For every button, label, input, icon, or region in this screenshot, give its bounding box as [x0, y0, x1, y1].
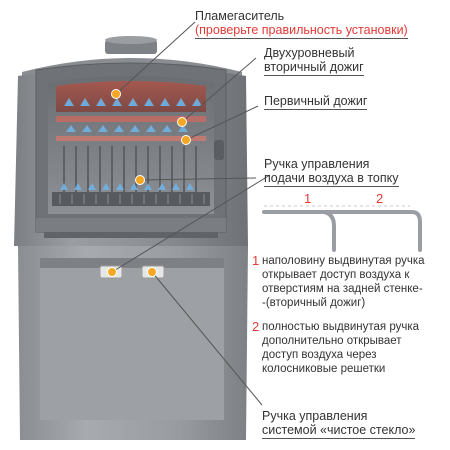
door-handle [214, 140, 224, 160]
secondary-line2: вторичный дожиг [264, 60, 364, 76]
label-flame-guard: Пламегаситель (проверьте правильность ус… [195, 9, 408, 39]
flue-top [105, 36, 157, 44]
handle-diagram-rod [262, 210, 422, 252]
flame-guard-note: (проверьте правильность установки) [195, 23, 408, 39]
secondary-air-arrows [64, 98, 202, 132]
pos1-line3: отверстиям на задней стенке- [262, 283, 423, 295]
clean-glass-line1: Ручка управления [262, 409, 368, 423]
pos2-number: 2 [252, 319, 260, 334]
handle-diagram-bend [322, 210, 336, 252]
pos2-description: полностью выдвинутая ручка дополнительно… [262, 320, 419, 376]
leader-lines [111, 21, 271, 406]
label-primary-burn: Первичный дожиг [264, 94, 368, 110]
pos2-line3: доступ воздуха через [262, 349, 377, 361]
pedestal-inner-shadow [40, 258, 224, 268]
clean-glass-line2: системой «чистое стекло» [262, 423, 416, 439]
callout-markers [107, 89, 191, 277]
baffle-bar-2 [56, 136, 206, 141]
label-secondary-burn: Двухуровневый вторичный дожиг [264, 46, 364, 76]
flame-guard-title: Пламегаситель [195, 9, 285, 23]
pos2-line2: дополнительно открывает [262, 335, 402, 347]
primary-line1: Первичный дожиг [264, 94, 368, 110]
flue-collar [105, 40, 157, 54]
baffle-bar-1 [56, 116, 206, 122]
pos2-line1: полностью выдвинутая ручка [262, 321, 420, 333]
pos1-line2: открывает доступ воздуха к [262, 269, 410, 281]
ash-lip [36, 218, 226, 232]
primary-air-arrows [60, 183, 194, 190]
pedestal-opening [40, 258, 224, 420]
pos1-line1: наполовину выдвинутая ручка [262, 255, 425, 267]
label-air-handle: Ручка управления подачи воздуха в топку [264, 157, 399, 187]
grate [52, 192, 210, 206]
flame-guard-plate [56, 81, 206, 112]
pos1-number: 1 [252, 253, 260, 268]
handle-mark-2: 2 [376, 191, 384, 206]
pos1-description: наполовину выдвинутая ручка открывает до… [262, 254, 425, 310]
pos2-line4: колосниковые решетки [262, 363, 386, 375]
grate-slots [59, 194, 205, 204]
air-handle-line1: Ручка управления [264, 157, 370, 171]
secondary-line1: Двухуровневый [264, 46, 355, 60]
label-clean-glass: Ручка управления системой «чистое стекло… [262, 409, 416, 439]
pos1-line4: -(вторичный дожиг) [262, 297, 366, 309]
air-handle-line2: подачи воздуха в топку [264, 171, 399, 187]
ash-lip-shadow [44, 232, 218, 238]
handle-mark-1: 1 [304, 191, 312, 206]
